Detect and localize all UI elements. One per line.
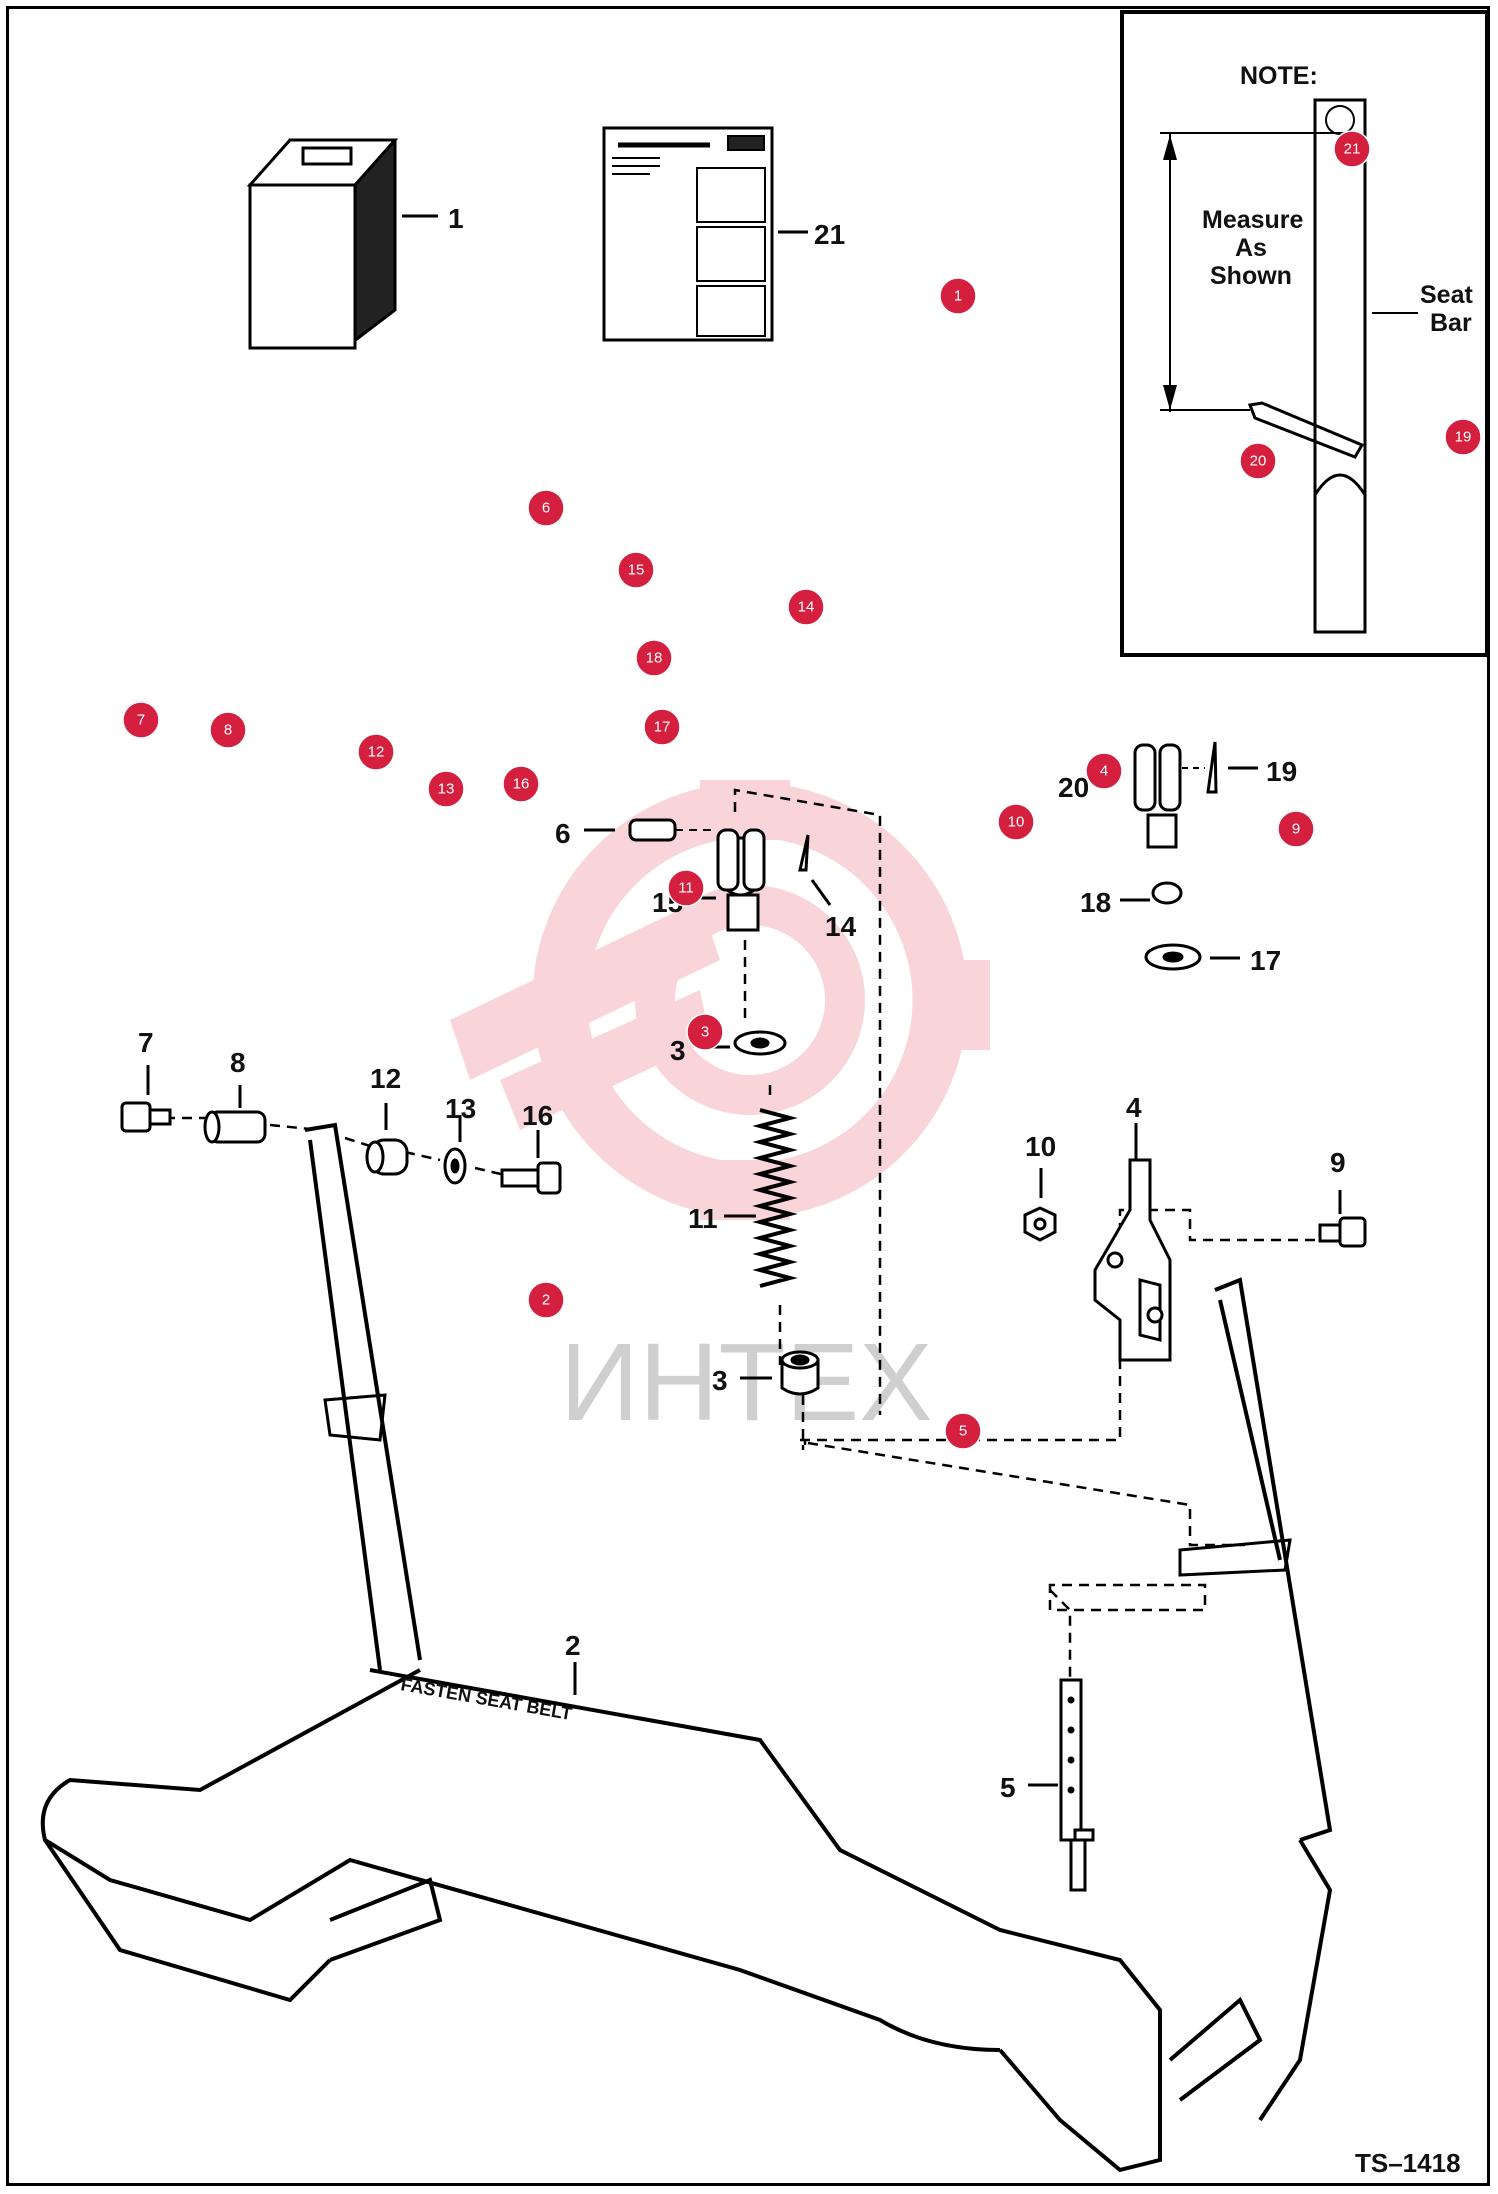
callout-3-upper: 3 xyxy=(670,1035,686,1066)
callout-3-lower: 3 xyxy=(712,1365,728,1396)
hotspot-8[interactable]: 8 xyxy=(209,711,247,749)
seat-bar-line-1: Seat xyxy=(1420,281,1473,309)
part-15-clevis xyxy=(716,828,810,932)
callout-19: 19 xyxy=(1266,756,1297,787)
measure-line-3: Shown xyxy=(1210,262,1292,290)
callout-13: 13 xyxy=(445,1093,476,1124)
hotspot-15[interactable]: 15 xyxy=(617,551,655,589)
hotspot-18[interactable]: 18 xyxy=(635,639,673,677)
hotspot-2[interactable]: 2 xyxy=(527,1281,565,1319)
callout-7: 7 xyxy=(138,1027,154,1058)
callout-12: 12 xyxy=(370,1063,401,1094)
hotspot-14[interactable]: 14 xyxy=(787,588,825,626)
hotspot-10[interactable]: 10 xyxy=(997,803,1035,841)
callout-20: 20 xyxy=(1058,772,1089,803)
part-20-clevis xyxy=(1133,741,1218,849)
part-4-bracket xyxy=(1093,1158,1172,1362)
hotspot-1[interactable]: 1 xyxy=(939,277,977,315)
hotspot-9[interactable]: 9 xyxy=(1277,810,1315,848)
callout-6: 6 xyxy=(555,818,571,849)
callout-5: 5 xyxy=(1000,1772,1016,1803)
part-11-spring xyxy=(752,1108,798,1288)
hotspot-12[interactable]: 12 xyxy=(357,733,395,771)
hotspot-3[interactable]: 3 xyxy=(686,1013,724,1051)
callout-18: 18 xyxy=(1080,887,1111,918)
callout-16: 16 xyxy=(522,1100,553,1131)
callout-21: 21 xyxy=(814,219,845,250)
part-7-bolt xyxy=(120,1101,172,1133)
callout-9: 9 xyxy=(1330,1147,1346,1178)
callout-1: 1 xyxy=(448,203,464,234)
hotspot-17[interactable]: 17 xyxy=(643,708,681,746)
hotspot-4[interactable]: 4 xyxy=(1085,752,1123,790)
part-16-bolt xyxy=(500,1161,562,1195)
part-21-decal-sheet xyxy=(602,126,774,342)
part-9-bolt xyxy=(1318,1216,1367,1248)
part-8-spacer xyxy=(203,1110,267,1144)
hotspot-11[interactable]: 11 xyxy=(667,869,705,907)
hotspot-7[interactable]: 7 xyxy=(122,701,160,739)
measure-line-2: As xyxy=(1235,234,1267,262)
watermark-text: ИНТЕХ xyxy=(560,1321,932,1444)
part-17-washer xyxy=(1144,943,1202,971)
hotspot-21-note[interactable]: 21 xyxy=(1333,130,1371,168)
callout-10: 10 xyxy=(1025,1131,1056,1162)
drawing-frame xyxy=(6,6,1490,2186)
hotspot-5[interactable]: 5 xyxy=(944,1412,982,1450)
part-6-pin xyxy=(628,818,715,842)
drawing-id: TS–1418 xyxy=(1355,2148,1461,2178)
note-box: NOTE: Measure As Shown Seat Bar xyxy=(1120,10,1489,657)
part-5-bolt xyxy=(1059,1678,1095,1892)
part-1-box xyxy=(246,138,399,350)
part-12-bushing xyxy=(365,1138,409,1176)
part-2-seat-bar xyxy=(40,1122,1333,2173)
part-18-lock-washer xyxy=(1151,881,1183,905)
callout-17: 17 xyxy=(1250,945,1281,976)
part-13-washer xyxy=(443,1147,467,1185)
note-heading: NOTE: xyxy=(1240,62,1318,90)
part-10-nut xyxy=(1023,1206,1057,1242)
callout-11: 11 xyxy=(688,1203,718,1234)
part-3-washer xyxy=(733,1030,787,1056)
callout-14: 14 xyxy=(825,911,857,942)
seat-bar-line-2: Bar xyxy=(1430,309,1472,337)
hotspot-16[interactable]: 16 xyxy=(502,765,540,803)
part-3-bushing xyxy=(780,1350,820,1396)
callout-2: 2 xyxy=(565,1630,581,1661)
hotspot-13[interactable]: 13 xyxy=(427,770,465,808)
hotspot-20[interactable]: 20 xyxy=(1239,442,1277,480)
hotspot-6[interactable]: 6 xyxy=(527,489,565,527)
callout-8: 8 xyxy=(230,1047,246,1078)
hotspot-19[interactable]: 19 xyxy=(1444,418,1482,456)
measure-line-1: Measure xyxy=(1202,206,1304,234)
callout-4: 4 xyxy=(1126,1092,1142,1123)
